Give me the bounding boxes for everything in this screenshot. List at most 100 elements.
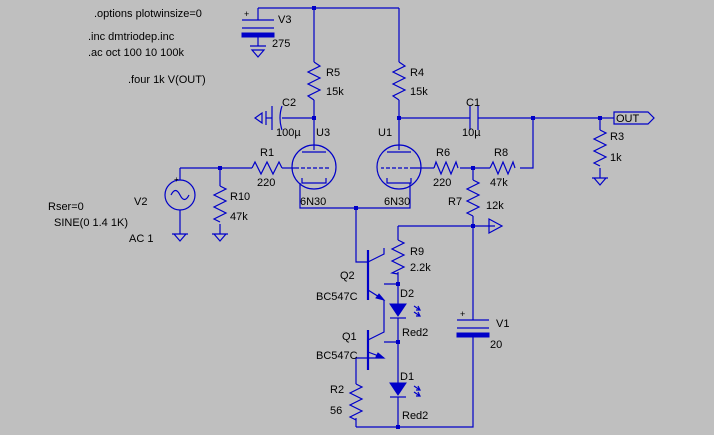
r8-value: 47k (490, 177, 508, 189)
r2-value: 56 (330, 405, 342, 417)
transistor-q1[interactable]: Q1 BC547C (316, 324, 386, 370)
triode-u1[interactable]: U1 6N30 (376, 127, 422, 208)
junction (471, 166, 475, 170)
resistor-symbol (433, 160, 459, 176)
tube-cathode (301, 178, 327, 184)
voltage-source-v2[interactable]: + V2 Rser=0 SINE(0 1.4 1K) AC 1 (48, 175, 196, 245)
ground-icon (253, 111, 267, 125)
r7-name: R7 (448, 196, 462, 208)
u3-model: 6N30 (300, 196, 326, 208)
ground-icon (250, 45, 266, 58)
resistor-r5[interactable]: R5 15k (306, 61, 344, 101)
sine-wave-icon (170, 189, 190, 201)
wire-q1-d1[interactable] (384, 341, 399, 383)
directive-inc[interactable]: .inc dmtriodep.inc (88, 31, 175, 43)
wire-q1-r2[interactable] (355, 357, 384, 384)
led-triangle (389, 382, 407, 396)
v1-name: V1 (496, 318, 509, 330)
resistor-symbol (592, 129, 608, 167)
cap-plate-curved (279, 105, 283, 131)
net-flag (613, 111, 655, 125)
resistor-symbol (489, 160, 516, 176)
q2-name: Q2 (340, 270, 355, 282)
r3-value: 1k (610, 152, 622, 164)
plus-sign: + (244, 9, 249, 19)
r10-value: 47k (230, 211, 248, 223)
junction (218, 166, 222, 170)
led-d2[interactable]: D2 Red2 (389, 288, 428, 339)
v2-name: V2 (134, 196, 147, 208)
resistor-symbol (390, 239, 406, 275)
battery-v3[interactable]: + V3 275 (241, 9, 291, 50)
d1-name: D1 (400, 371, 414, 383)
r4-value: 15k (410, 86, 428, 98)
c1-value: 10µ (462, 127, 481, 139)
tube-envelope (376, 144, 422, 190)
u1-name: U1 (378, 127, 392, 139)
ground-icon (592, 177, 608, 186)
resistor-r10[interactable]: R10 47k (212, 185, 250, 223)
tube-envelope (291, 144, 337, 190)
c2-name: C2 (282, 97, 296, 109)
plus-sign: + (460, 309, 465, 319)
v2-ac: AC 1 (129, 233, 153, 245)
u3-name: U3 (316, 127, 330, 139)
directive-options[interactable]: .options plotwinsize=0 (94, 8, 202, 20)
capacitor-c1[interactable]: C1 10µ (455, 97, 495, 139)
transistor-collector (367, 248, 385, 263)
r8-name: R8 (494, 147, 508, 159)
v2-rser: Rser=0 (48, 201, 84, 213)
r5-value: 15k (326, 86, 344, 98)
d2-name: D2 (400, 288, 414, 300)
junction (396, 340, 400, 344)
r2-name: R2 (330, 384, 344, 396)
directive-ac[interactable]: .ac oct 100 10 100k (88, 47, 185, 59)
battery-v1[interactable]: + V1 20 (456, 309, 509, 351)
resistor-r9[interactable]: R9 2.2k (390, 239, 431, 275)
junction (396, 282, 400, 286)
r9-value: 2.2k (410, 262, 431, 274)
resistor-r3[interactable]: R3 1k (592, 129, 624, 167)
plus-sign: + (174, 175, 179, 184)
q1-name: Q1 (342, 331, 357, 343)
c2-value: 100µ (276, 127, 301, 139)
v1-value: 20 (490, 339, 502, 351)
wire-ground-rail[interactable] (356, 346, 474, 428)
led-d1[interactable]: D1 Red2 (389, 371, 428, 422)
junction (531, 116, 535, 120)
resistor-r2[interactable]: R2 56 (330, 383, 364, 421)
resistor-symbol (306, 61, 322, 101)
net-label-out[interactable]: OUT (613, 111, 655, 125)
emitter-arrow-icon (375, 293, 386, 301)
r6-value: 220 (433, 177, 451, 189)
emitter-arrow-icon (375, 352, 386, 359)
resistor-symbol (465, 179, 481, 217)
r6-name: R6 (436, 147, 450, 159)
r4-name: R4 (410, 67, 424, 79)
resistor-r8[interactable]: R8 47k (489, 147, 516, 189)
probe-arrow-icon (488, 217, 504, 235)
r10-name: R10 (230, 191, 250, 203)
capacitor-c2[interactable]: C2 100µ (266, 97, 301, 139)
spice-directives: .options plotwinsize=0 .inc dmtriodep.in… (88, 8, 206, 86)
r3-name: R3 (610, 131, 624, 143)
q1-model: BC547C (316, 350, 358, 362)
resistor-r4[interactable]: R4 15k (391, 61, 428, 101)
resistor-r6[interactable]: R6 220 (433, 147, 459, 189)
resistor-r1[interactable]: R1 220 (251, 147, 283, 189)
u1-model: 6N30 (384, 196, 410, 208)
r1-value: 220 (257, 177, 275, 189)
wire-r8-feedback[interactable] (520, 118, 534, 169)
tube-cathode (386, 178, 412, 184)
transistor-q2[interactable]: Q2 BC547C (316, 248, 386, 303)
triode-u3[interactable]: U3 6N30 (291, 127, 337, 208)
resistor-symbol (391, 61, 407, 101)
junction (354, 206, 358, 210)
resistor-r7[interactable]: R7 12k (448, 179, 504, 217)
r9-name: R9 (410, 246, 424, 258)
junction (397, 116, 401, 120)
wire-cathode-q2[interactable] (355, 208, 368, 263)
directive-four[interactable]: .four 1k V(OUT) (128, 74, 206, 86)
wire-q2-d2[interactable] (384, 283, 399, 304)
